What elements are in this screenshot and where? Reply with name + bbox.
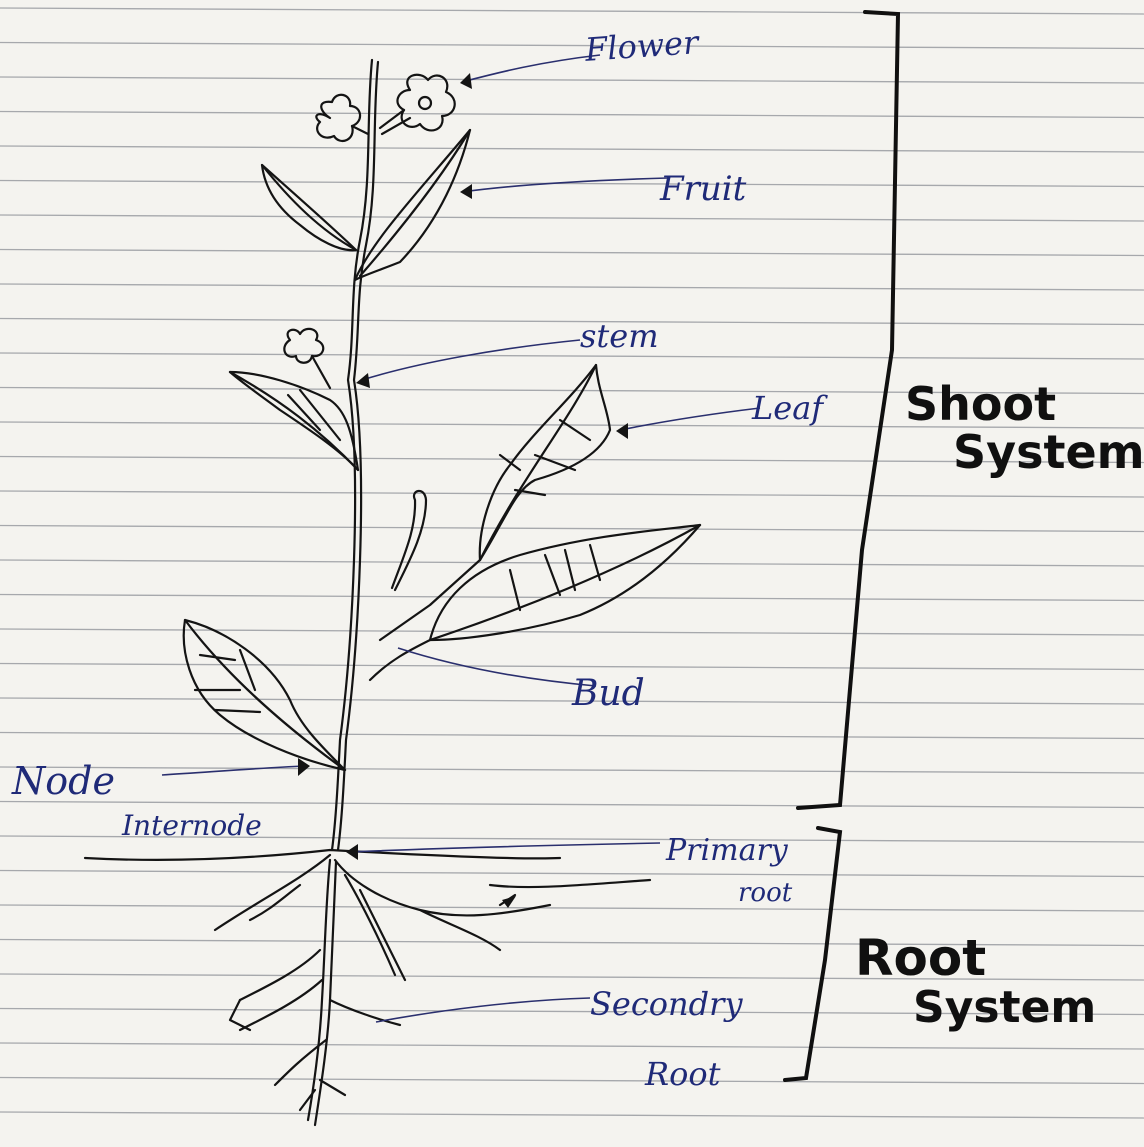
ruled-line bbox=[0, 871, 1144, 877]
ruled-line bbox=[0, 284, 1144, 290]
shoot-system-line2: System bbox=[953, 428, 1144, 476]
main-stem bbox=[332, 60, 372, 850]
flower-label: Flower bbox=[584, 26, 699, 66]
ruled-line bbox=[0, 250, 1144, 256]
primary-root-pointer bbox=[350, 843, 660, 852]
leaf-pointer bbox=[620, 408, 760, 430]
ruled-line bbox=[0, 43, 1144, 49]
root-system-line1: Root bbox=[855, 932, 1096, 985]
secondary-root-label-line2: Root bbox=[645, 1058, 720, 1090]
stem-label: stem bbox=[580, 320, 659, 352]
root-system-line2: System bbox=[913, 985, 1096, 1031]
bud-drawing bbox=[392, 491, 426, 590]
ruled-line bbox=[0, 733, 1144, 739]
lower-leaf-drawing bbox=[184, 620, 345, 770]
ruled-line bbox=[0, 905, 1144, 911]
small-flower-drawing bbox=[230, 329, 358, 470]
flower-pointer bbox=[462, 55, 600, 82]
ruled-line bbox=[0, 664, 1144, 670]
ruled-line bbox=[0, 1112, 1144, 1118]
primary-root-label-line2: root bbox=[738, 880, 792, 906]
plant-drawing bbox=[85, 60, 700, 1125]
ruled-line bbox=[0, 146, 1144, 152]
ruled-line bbox=[0, 353, 1144, 359]
large-leaf-drawing bbox=[370, 525, 700, 680]
ruled-line bbox=[0, 8, 1144, 14]
root-drawing bbox=[85, 850, 650, 1125]
primary-root-label-line1: Primary bbox=[666, 836, 788, 866]
node-label: Node bbox=[12, 762, 115, 800]
flower-drawing bbox=[316, 75, 454, 141]
ruled-line bbox=[0, 767, 1144, 773]
internode-label: Internode bbox=[122, 812, 262, 840]
ruled-line bbox=[0, 560, 1144, 566]
shoot-system-line1: Shoot bbox=[905, 380, 1144, 428]
ruled-line bbox=[0, 215, 1144, 221]
ruled-line bbox=[0, 1043, 1144, 1049]
ruled-line bbox=[0, 77, 1144, 83]
leaf-label: Leaf bbox=[752, 392, 823, 424]
pointer-arrowheads bbox=[298, 73, 628, 908]
ruled-line bbox=[0, 1078, 1144, 1084]
bud-label: Bud bbox=[572, 676, 645, 712]
ruled-line bbox=[0, 112, 1144, 118]
ruled-line bbox=[0, 319, 1144, 325]
fruit-label: Fruit bbox=[660, 172, 746, 206]
ruled-line bbox=[0, 595, 1144, 601]
ruled-line bbox=[0, 491, 1144, 497]
ruled-line bbox=[0, 526, 1144, 532]
root-system-title: Root System bbox=[855, 932, 1096, 1031]
secondary-root-label-line1: Secondry bbox=[590, 988, 743, 1020]
stem-pointer bbox=[362, 340, 580, 380]
ruled-line bbox=[0, 629, 1144, 635]
root-system-bracket bbox=[785, 828, 840, 1080]
shoot-system-title: Shoot System bbox=[905, 380, 1144, 477]
fruit-pointer bbox=[462, 178, 668, 192]
ruled-line bbox=[0, 802, 1144, 808]
